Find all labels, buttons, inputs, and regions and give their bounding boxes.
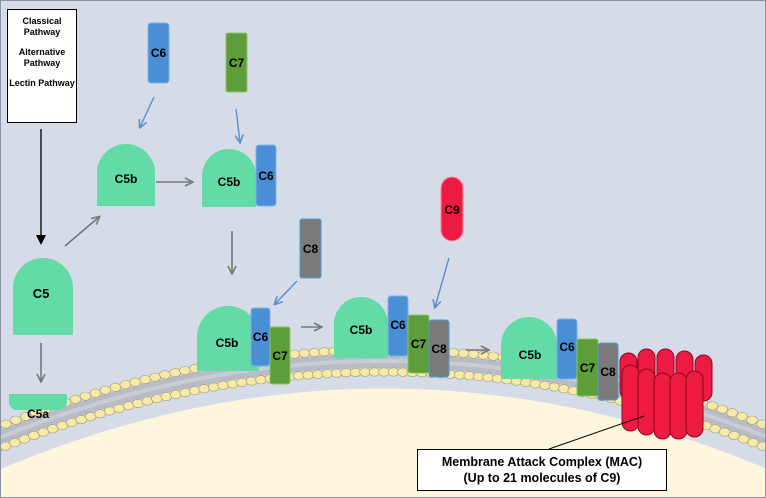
c8-label: C8 <box>600 365 616 379</box>
c9-pore <box>619 348 713 440</box>
pathway-classical: Classical Pathway <box>22 16 62 37</box>
c5b678-complex: C5b C6 C7 C8 <box>334 295 450 378</box>
pathway-alternative: Alternative Pathway <box>18 47 66 68</box>
c5-molecule: C5 <box>13 258 73 335</box>
pathway-lectin: Lectin Pathway <box>9 78 75 88</box>
c7-label: C7 <box>411 337 427 351</box>
c5a-label: C5a <box>27 407 49 421</box>
c7-label: C7 <box>229 56 245 70</box>
c6-free: C6 <box>147 22 170 84</box>
c5b-label: C5b <box>115 172 138 186</box>
mac-callout-line <box>548 415 645 450</box>
mac-title: Membrane Attack Complex (MAC) <box>441 455 643 469</box>
c5b-label: C5b <box>350 323 373 337</box>
c7-free: C7 <box>225 32 248 93</box>
c5-label: C5 <box>33 286 50 301</box>
c5b-label: C5b <box>218 175 241 189</box>
c8-free: C8 <box>299 218 322 279</box>
pathway-box: Classical Pathway Alternative Pathway Le… <box>7 9 77 123</box>
arrows <box>36 96 488 381</box>
c6-label: C6 <box>253 330 269 344</box>
c8-label: C8 <box>431 342 447 356</box>
c6-label: C6 <box>559 340 575 354</box>
mac-complex: C5b C6 C7 C8 <box>501 317 713 440</box>
c5b67-complex: C5b C6 C7 <box>197 306 291 385</box>
c5b-label: C5b <box>519 348 542 362</box>
c5a-molecule: C5a <box>9 394 67 421</box>
mac-label-box: Membrane Attack Complex (MAC) (Up to 21 … <box>417 449 667 491</box>
c5b-label: C5b <box>216 336 239 350</box>
c6-label: C6 <box>151 46 167 60</box>
mac-subtitle: (Up to 21 molecules of C9) <box>463 471 621 485</box>
c5b-free: C5b <box>97 144 155 206</box>
c6-label: C6 <box>258 169 274 183</box>
c9-free: C9 <box>440 176 464 242</box>
c6-label: C6 <box>390 318 406 332</box>
c9-label: C9 <box>444 203 460 217</box>
c5b6-complex: C5b C6 <box>202 144 277 207</box>
c8-label: C8 <box>303 242 319 256</box>
c7-label: C7 <box>580 361 596 375</box>
c7-label: C7 <box>272 349 288 363</box>
